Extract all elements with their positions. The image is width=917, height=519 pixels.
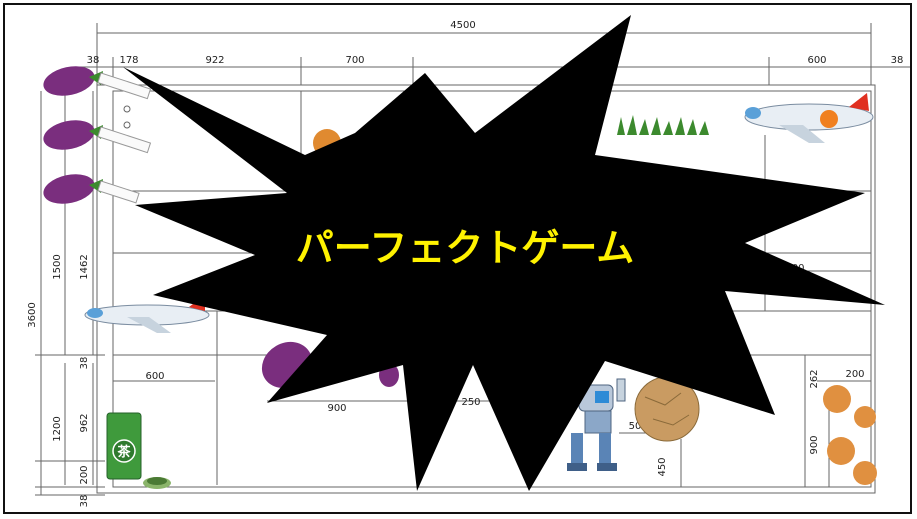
dim-right-262: 262	[809, 369, 820, 388]
dim-top-seg-2: 922	[205, 55, 224, 66]
dim-right-900b: 900	[809, 435, 820, 454]
jet-icon	[84, 295, 210, 333]
cookie-icon	[823, 385, 877, 485]
game-title: パーフェクトゲーム	[296, 226, 635, 270]
dim-left-bottom: 38	[79, 495, 90, 508]
dim-shelf-900: 900	[327, 403, 346, 414]
dim-shelf-600: 600	[145, 371, 164, 382]
dim-right-200: 200	[845, 369, 864, 380]
dim-left-lower: 1200	[52, 416, 63, 441]
sweet-potato-icon	[43, 120, 152, 154]
dim-left-lower-inner: 962	[79, 413, 90, 432]
dim-left-upper-inner: 1462	[79, 254, 90, 279]
dim-left-total: 3600	[27, 302, 38, 327]
tea-label: 茶	[117, 444, 131, 460]
jet-icon	[744, 93, 874, 143]
blueprint-scene: 4500 38 178 922 700 600 38 3600 1500 146…	[27, 15, 910, 508]
dim-shelf-250: 250	[461, 397, 480, 408]
explosion-burst	[123, 15, 885, 491]
tea-can-icon: 茶	[106, 412, 171, 489]
dim-top-seg-1: 178	[119, 55, 138, 66]
dim-top-left-margin: 38	[87, 55, 100, 66]
dim-small-450: 450	[657, 457, 668, 476]
sweet-potato-icon	[43, 66, 152, 100]
dim-top-right-margin: 38	[891, 55, 904, 66]
dim-top-seg-3: 700	[345, 55, 364, 66]
dim-left-base: 200	[79, 465, 90, 484]
grass-icon	[617, 115, 709, 135]
dim-top-seg-4: 600	[807, 55, 826, 66]
robot-icon	[567, 378, 626, 471]
dim-small-50: 50	[629, 421, 642, 432]
dim-top-total: 4500	[450, 20, 475, 31]
dim-left-upper: 1500	[52, 254, 63, 279]
game-screen: 4500 38 178 922 700 600 38 3600 1500 146…	[3, 3, 912, 514]
dim-left-mid-gap: 38	[79, 357, 90, 370]
sweet-potato-icon	[43, 174, 140, 204]
